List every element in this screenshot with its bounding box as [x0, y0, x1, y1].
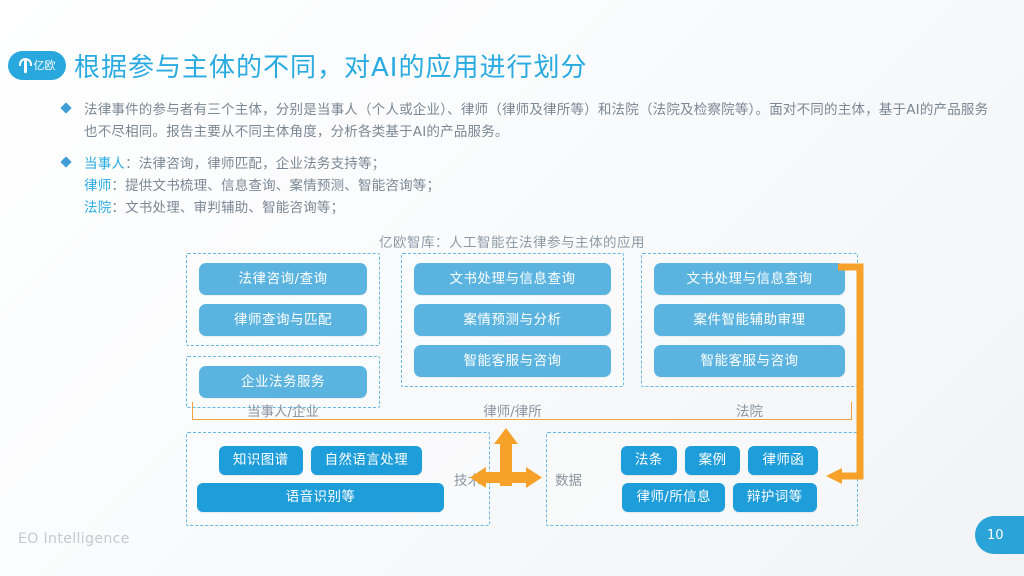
diagram-title: 亿欧智库：人工智能在法律参与主体的应用: [379, 235, 645, 251]
slide-header: 亿欧 根据参与主体的不同，对AI的应用进行划分: [0, 22, 1024, 83]
foundation-row: 知识图谱 自然语言处理 语音识别等 技术 数据 法条 案例 律师函 律师/所信息…: [186, 432, 858, 526]
data-tile[interactable]: 辩护词等: [732, 483, 817, 512]
foundation-label-data: 数据: [555, 473, 582, 489]
role-desc-client: ：法律咨询，律师匹配，企业法务支持等；: [125, 156, 386, 172]
data-tile[interactable]: 律师/所信息: [622, 483, 725, 512]
tech-tile[interactable]: 知识图谱: [218, 446, 303, 475]
diamond-bullet-icon: [60, 102, 72, 114]
group-box-client-2: 企业法务服务: [186, 356, 380, 408]
data-tile[interactable]: 律师函: [748, 446, 819, 475]
role-desc-court: ：文书处理、审判辅助、智能咨询等；: [111, 200, 345, 216]
tech-tile[interactable]: 语音识别等: [197, 483, 444, 512]
diagram-columns: 法律咨询/查询 律师查询与匹配 企业法务服务 文书处理与信息查询 案情预测与分析…: [186, 253, 858, 410]
diagram-column-lawyer: 文书处理与信息查询 案情预测与分析 智能客服与咨询: [401, 253, 624, 387]
pill-item[interactable]: 法律咨询/查询: [199, 263, 367, 295]
pill-item[interactable]: 案情预测与分析: [414, 304, 611, 336]
role-label-row: 当事人/企业 律师/律所 法院: [186, 400, 858, 420]
pill-item[interactable]: 律师查询与匹配: [199, 304, 367, 336]
brand-logo-text: 亿欧: [33, 59, 56, 72]
role-label-court: 法院: [736, 404, 763, 420]
footer-brand: EO Intelligence: [18, 531, 130, 547]
role-desc-lawyer: ：提供文书梳理、信息查询、案情预测、智能咨询等；: [111, 178, 441, 194]
pill-item[interactable]: 企业法务服务: [199, 366, 367, 398]
pill-item[interactable]: 文书处理与信息查询: [414, 263, 611, 295]
role-keyword-client: 当事人: [84, 156, 126, 172]
pill-item[interactable]: 智能客服与咨询: [414, 345, 611, 377]
right-bracket-arrow-icon: [826, 263, 864, 484]
pill-item[interactable]: 文书处理与信息查询: [654, 263, 845, 295]
bullet-list: 法律事件的参与者有三个主体，分别是当事人（个人或企业）、律师（律师及律所等）和法…: [60, 99, 992, 229]
tech-tile[interactable]: 自然语言处理: [310, 446, 422, 475]
page-title: 根据参与主体的不同，对AI的应用进行划分: [74, 53, 588, 83]
bullet-overview-text: 法律事件的参与者有三个主体，分别是当事人（个人或企业）、律师（律师及律所等）和法…: [84, 102, 989, 140]
foundation-box-data: 数据 法条 案例 律师函 律师/所信息 辩护词等: [546, 432, 858, 526]
eo-leaf-icon: [18, 58, 32, 73]
foundation-box-tech: 知识图谱 自然语言处理 语音识别等 技术: [186, 432, 490, 526]
bullet-roles-line-2: 律师：提供文书梳理、信息查询、案情预测、智能咨询等；: [84, 175, 992, 197]
diamond-bullet-icon: [60, 156, 72, 168]
pill-item[interactable]: 案件智能辅助审理: [654, 304, 845, 336]
tech-tile-group: 知识图谱 自然语言处理 语音识别等: [197, 446, 444, 512]
group-box-lawyer: 文书处理与信息查询 案情预测与分析 智能客服与咨询: [401, 253, 624, 387]
group-box-client-1: 法律咨询/查询 律师查询与匹配: [186, 253, 380, 346]
bullet-item-roles: 当事人：法律咨询，律师匹配，企业法务支持等； 律师：提供文书梳理、信息查询、案情…: [60, 153, 992, 219]
diagram-column-client: 法律咨询/查询 律师查询与匹配 企业法务服务: [186, 253, 380, 408]
column-group-bracket: [192, 402, 852, 420]
role-label-client: 当事人/企业: [246, 404, 320, 420]
bullet-roles-line-3: 法院：文书处理、审判辅助、智能咨询等；: [84, 197, 992, 219]
page-number-badge: 10: [975, 516, 1024, 554]
bullet-roles-line-1: 当事人：法律咨询，律师匹配，企业法务支持等；: [84, 153, 992, 175]
t-shaped-double-arrow-icon: [470, 428, 542, 488]
role-keyword-lawyer: 律师: [84, 178, 112, 194]
data-tile-group: 法条 案例 律师函 律师/所信息 辩护词等: [592, 446, 847, 512]
brand-logo: 亿欧: [8, 51, 66, 80]
data-tile[interactable]: 案例: [684, 446, 741, 475]
bullet-item-overview: 法律事件的参与者有三个主体，分别是当事人（个人或企业）、律师（律师及律所等）和法…: [60, 99, 992, 143]
pill-item[interactable]: 智能客服与咨询: [654, 345, 845, 377]
data-tile[interactable]: 法条: [620, 446, 677, 475]
role-label-lawyer: 律师/律所: [483, 404, 542, 420]
role-keyword-court: 法院: [84, 200, 112, 216]
